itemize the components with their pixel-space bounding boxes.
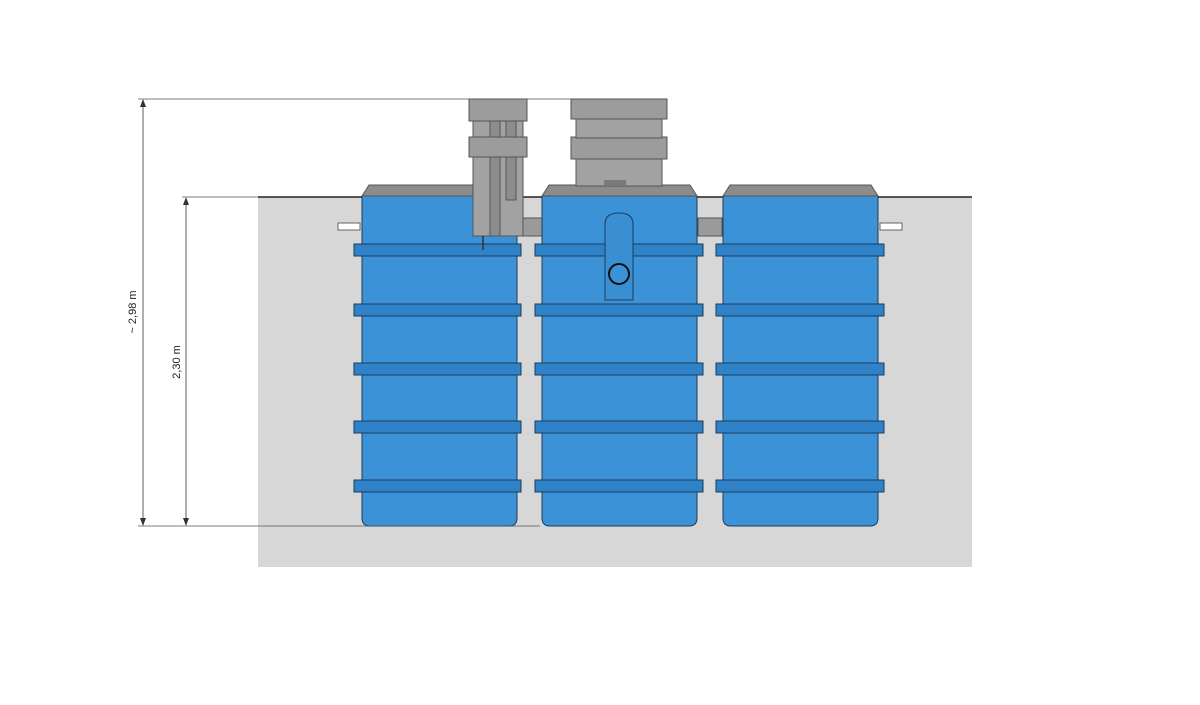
tank-rib xyxy=(715,243,885,257)
tank-rib xyxy=(534,362,704,376)
riser-cover xyxy=(570,98,668,120)
tank-rib xyxy=(715,420,885,434)
tank-lid xyxy=(541,184,698,197)
tank-rib xyxy=(715,303,885,317)
dimension-tank-height: 2,30 m xyxy=(171,197,189,526)
tank-rib xyxy=(534,303,704,317)
tank-rib xyxy=(353,479,522,493)
tank-middle xyxy=(534,184,704,527)
inspection-port-opening xyxy=(608,263,630,285)
tank-rib xyxy=(353,303,522,317)
middle-riser xyxy=(570,98,668,187)
shaft-cap xyxy=(468,98,528,122)
tank-rib xyxy=(353,362,522,376)
dimension-total-height: ~ 2,98 m xyxy=(127,99,146,526)
tank-height-label: 2,30 m xyxy=(171,345,183,379)
inspection-port xyxy=(604,212,634,301)
tank-rib xyxy=(353,243,522,257)
tank-right xyxy=(715,184,885,527)
inlet-pipe xyxy=(337,222,361,231)
tank-rib xyxy=(715,479,885,493)
tank-rib xyxy=(534,479,704,493)
total-height-label: ~ 2,98 m xyxy=(127,290,139,333)
connecting-pipe-right xyxy=(697,217,723,237)
left-shaft xyxy=(468,98,528,250)
tank-lid xyxy=(722,184,879,197)
tank-rib xyxy=(353,420,522,434)
shaft-collar xyxy=(468,136,528,158)
tank-rib xyxy=(534,420,704,434)
outlet-pipe xyxy=(879,222,903,231)
tank-rib xyxy=(715,362,885,376)
